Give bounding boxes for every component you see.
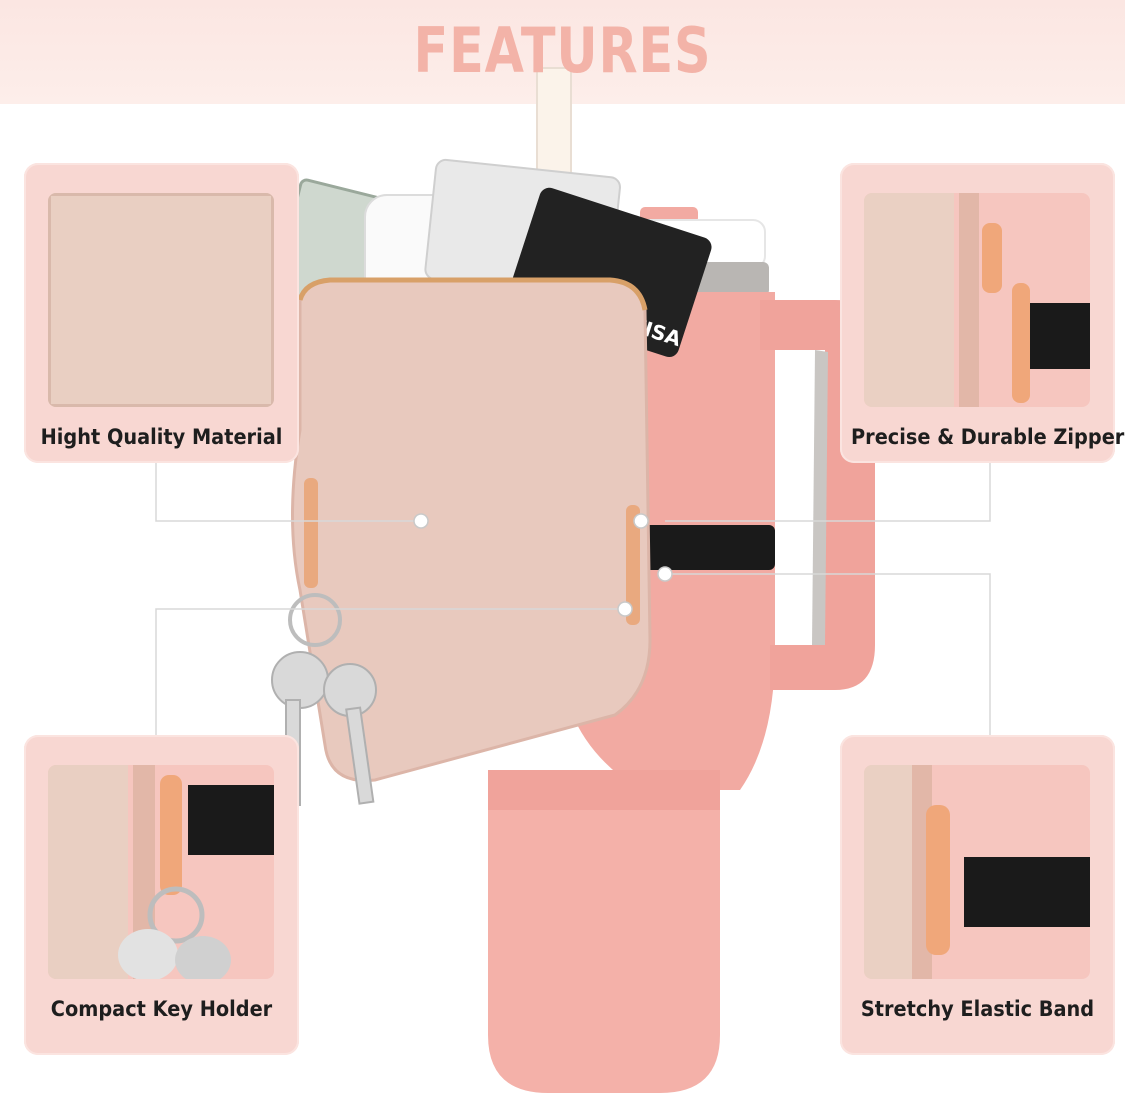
feature-label: Hight Quality Material — [40, 425, 283, 449]
key-holder-closeup-image — [48, 765, 274, 979]
callout-lines — [155, 462, 991, 737]
tumbler-base — [488, 770, 720, 1093]
material-closeup-image — [48, 193, 274, 407]
feature-card-material: Hight Quality Material — [24, 163, 299, 463]
zipper-closeup-image — [864, 193, 1090, 407]
page-title: FEATURES — [413, 14, 712, 87]
feature-label: Compact Key Holder — [50, 997, 273, 1021]
feature-label: Stretchy Elastic Band — [860, 997, 1095, 1021]
feature-card-key-holder: Compact Key Holder — [24, 735, 299, 1055]
zipper-pull-right — [626, 505, 640, 625]
elastic-band-closeup-image — [864, 765, 1090, 979]
feature-card-elastic-band: Stretchy Elastic Band — [840, 735, 1115, 1055]
zipper-pull-left — [304, 478, 318, 588]
callout-dots — [413, 513, 673, 617]
feature-label: Precise & Durable Zipper — [851, 425, 1125, 449]
feature-card-zipper: Precise & Durable Zipper — [840, 163, 1125, 463]
